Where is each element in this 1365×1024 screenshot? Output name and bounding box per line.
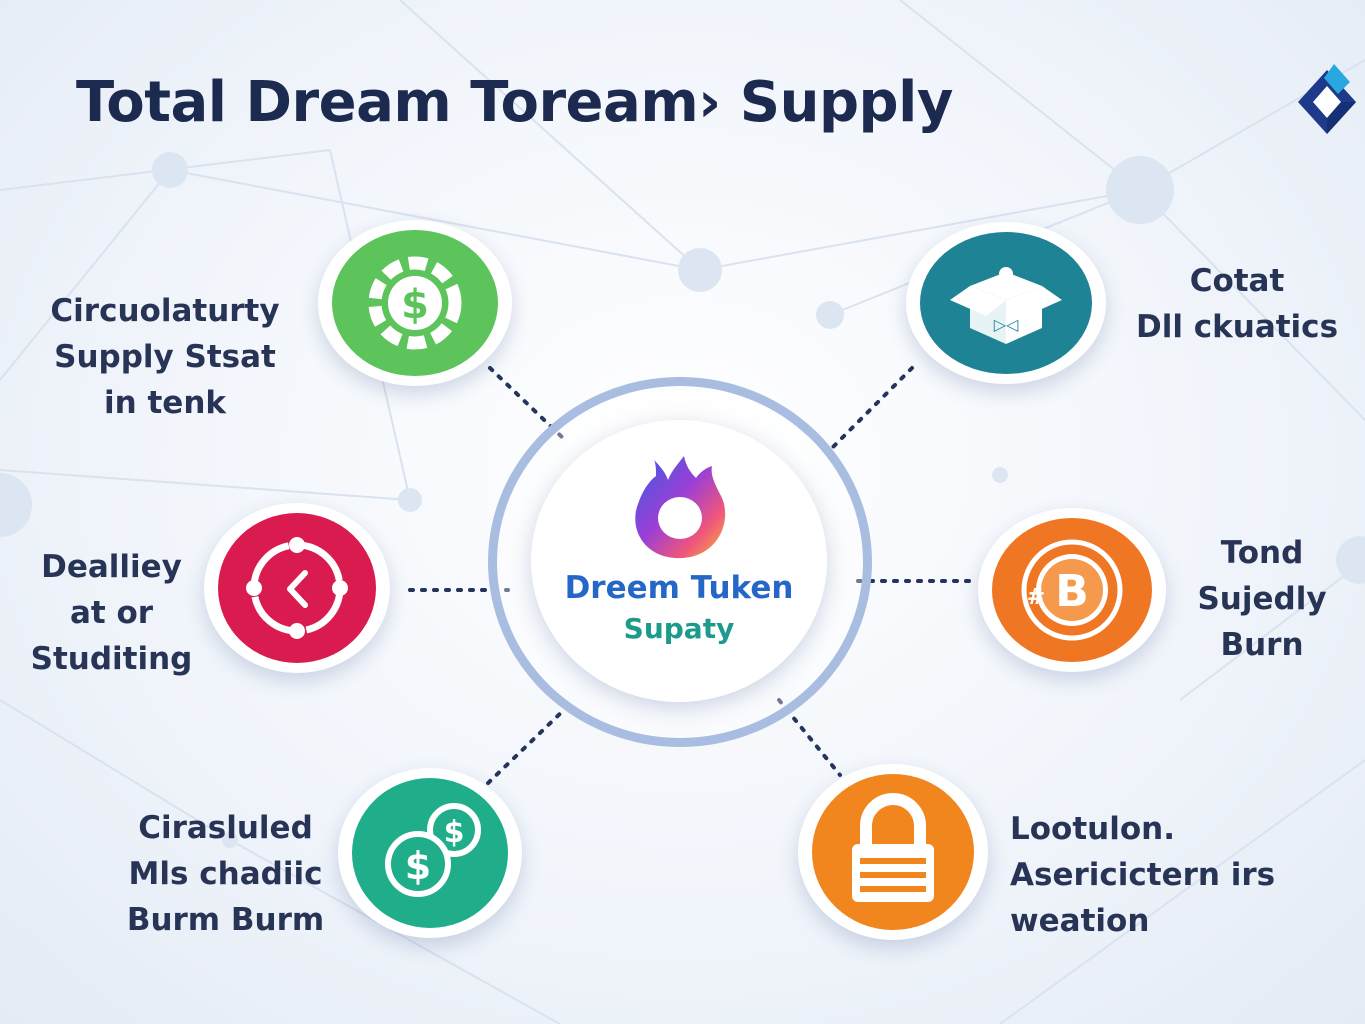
label-circulated-burn: Cirasluled Mls chadiic Burm Burm [126,810,325,938]
node-token-burn: B # [978,508,1166,672]
label-total-distribution: Cotat Dll ckuatics [1135,263,1339,345]
label-token-burn: Tond Sujedly Burn [1197,535,1327,663]
dollar-coins-icon: $ $ [385,803,481,897]
hub-subtitle: Supaty [623,612,735,645]
svg-text:▷◁: ▷◁ [994,315,1019,334]
diamond-logo-icon [1298,64,1356,134]
label-daily-staking: Dealliey at or Studiting [30,549,193,677]
bitcoin-coin-icon: B # [1021,539,1123,641]
open-box-icon: ▷◁ [950,267,1062,344]
padlock-icon [852,793,934,902]
dollar-coin-icon: $ [368,256,462,350]
circular-arrow-icon [246,537,348,639]
page-title: Total Dream Toream› Supply [76,70,953,135]
svg-text:$: $ [405,844,431,888]
label-circulating-supply: Circuolaturty Supply Stsat in tenk [50,293,280,421]
node-circulated-burn: $ $ [338,768,522,938]
label-locked-reserve: Lootulon. Asericictern irs weation [1010,811,1276,939]
svg-text:#: # [1027,585,1045,610]
node-total-distribution: ▷◁ [906,222,1106,384]
node-circulating-supply: $ [318,220,512,386]
svg-text:$: $ [444,815,465,850]
svg-text:$: $ [401,282,429,328]
svg-text:B: B [1055,566,1089,617]
node-locked-reserve [798,764,988,940]
flame-ring-icon [635,456,726,559]
hub-title: Dreem Tuken [564,570,794,606]
node-daily-staking [204,503,390,673]
